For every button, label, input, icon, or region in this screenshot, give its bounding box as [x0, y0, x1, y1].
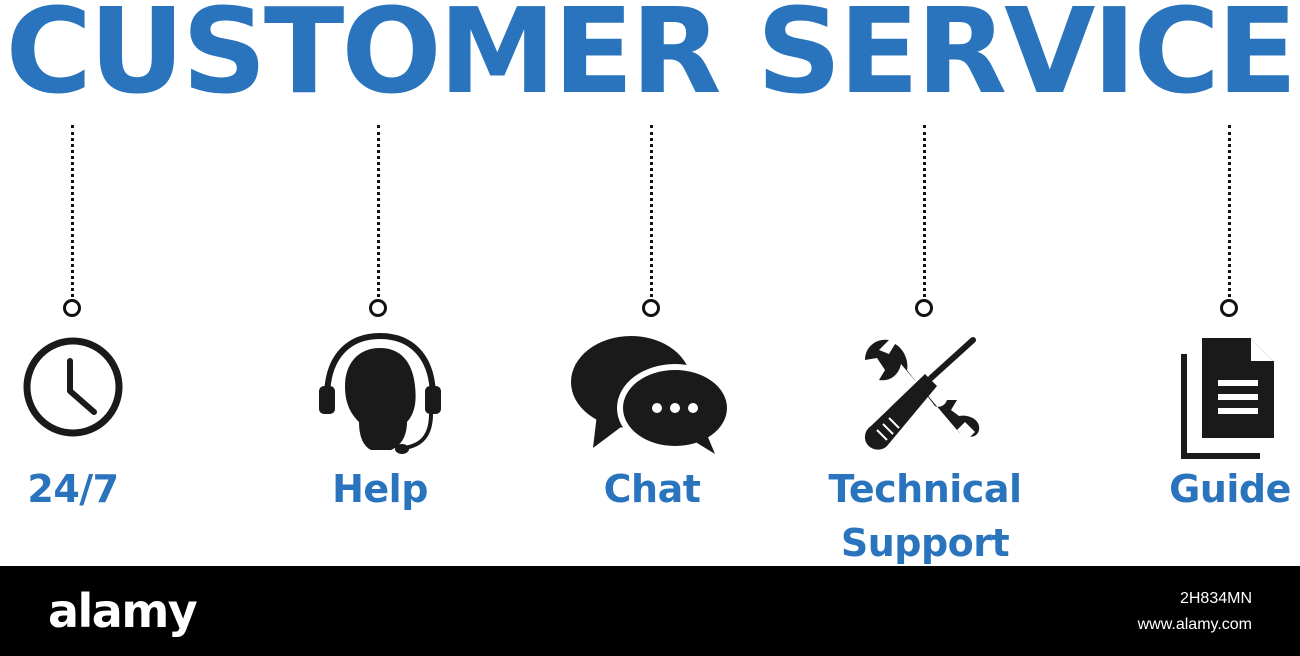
chat-bubbles-icon: [569, 334, 735, 461]
connector-line: [650, 125, 655, 297]
connector-line: [71, 125, 76, 297]
page-title: CUSTOMER SERVICE: [5, 0, 1297, 120]
connector-ring: [1220, 299, 1238, 317]
connector-ring: [915, 299, 933, 317]
connector-line: [377, 125, 382, 297]
footer-meta: 2H834MN www.alamy.com: [1138, 586, 1252, 638]
document-icon: [1180, 334, 1278, 465]
item-label-24-7: 24/7: [27, 467, 119, 511]
item-label-help: Help: [332, 467, 428, 511]
connector-ring: [63, 299, 81, 317]
connector-ring: [369, 299, 387, 317]
site-url: www.alamy.com: [1137, 616, 1252, 633]
item-label-guide: Guide: [1169, 467, 1291, 511]
tools-icon: [859, 334, 985, 461]
item-label-chat: Chat: [603, 467, 701, 511]
image-id: 2H834MN: [1179, 590, 1252, 607]
connector-line: [1228, 125, 1233, 297]
headset-icon: [315, 332, 445, 462]
connector-line: [923, 125, 928, 297]
footer-bar: alamy 2H834MN www.alamy.com: [0, 566, 1300, 656]
item-label-technical-support: Technical Support: [805, 462, 1045, 570]
alamy-logo: alamy: [48, 584, 198, 638]
item-label-line: Support: [840, 521, 1010, 565]
clock-icon: [20, 334, 126, 445]
connector-ring: [642, 299, 660, 317]
item-label-line: Technical: [828, 467, 1023, 511]
